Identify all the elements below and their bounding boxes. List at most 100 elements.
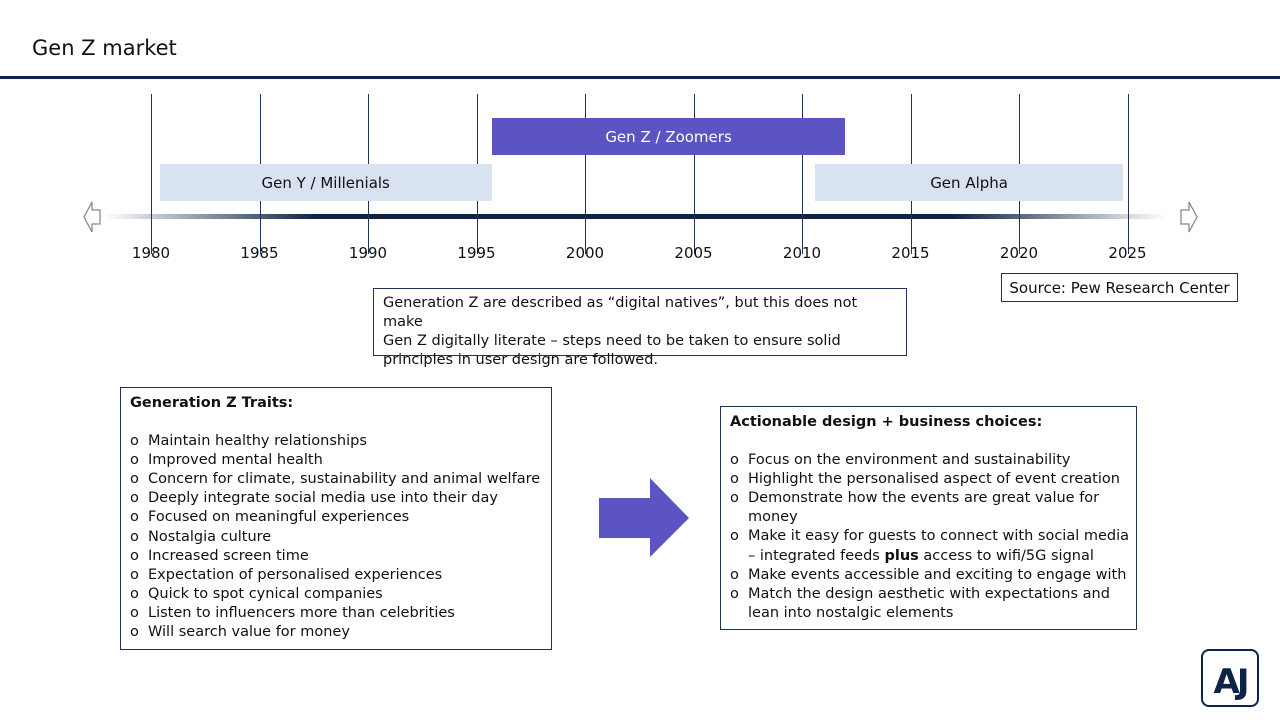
- choice-line: Demonstrate how the events are great val…: [748, 489, 1127, 508]
- choice-line: Focus on the environment and sustainabil…: [748, 451, 1127, 470]
- year-tick-label: 1995: [457, 244, 496, 262]
- timeline-gridline: [585, 94, 586, 254]
- trait-text: Improved mental health: [148, 452, 323, 469]
- choice-line: Make events accessible and exciting to e…: [748, 566, 1127, 585]
- choice-text: lean into nostalgic elements: [748, 604, 954, 621]
- generation-bar: Gen Y / Millenials: [159, 164, 492, 201]
- trait-item: o Focused on meaningful experiences: [130, 508, 542, 527]
- timeline-gridline: [151, 94, 152, 254]
- right-arrow-icon: [599, 478, 689, 557]
- timeline-gridline: [1127, 94, 1129, 254]
- trait-text: Focused on meaningful experiences: [148, 509, 410, 526]
- bullet-icon: o: [130, 490, 139, 507]
- year-tick-label: 2010: [782, 244, 822, 262]
- choice-text: Make it easy for guests to connect with …: [748, 528, 1130, 545]
- year-tick-label: 1985: [240, 244, 279, 262]
- bullet-icon: o: [130, 471, 139, 488]
- trait-text: Maintain healthy relationships: [148, 433, 367, 450]
- generation-bar: Gen Z / Zoomers: [491, 118, 846, 155]
- choices-list: o Focus on the environment and sustainabi…: [730, 451, 1130, 623]
- trait-item: o Improved mental health: [130, 451, 542, 470]
- choice-text: money: [748, 509, 798, 526]
- trait-text: Listen to influencers more than celebrit…: [148, 604, 455, 621]
- generation-label: Gen Z / Zoomers: [605, 127, 732, 146]
- year-tick-label: 2015: [891, 244, 930, 262]
- bullet-icon: o: [730, 452, 739, 469]
- choice-line: Make it easy for guests to connect with …: [748, 527, 1130, 546]
- choice-item: o Highlight the personalised aspect of ev…: [730, 470, 1127, 489]
- note-line: principles in user design are followed.: [383, 352, 659, 368]
- bullet-icon: o: [730, 585, 739, 602]
- bullet-icon: o: [130, 452, 139, 469]
- trait-item: o Expectation of personalised experiences: [130, 566, 542, 585]
- timeline-gridline: [693, 94, 695, 254]
- year-tick-label: 2020: [999, 244, 1039, 262]
- choice-emphasis: plus: [884, 547, 919, 564]
- year-tick-label: 1990: [348, 244, 388, 262]
- generation-label: Gen Alpha: [930, 173, 1008, 192]
- year-tick-label: 2025: [1108, 244, 1147, 262]
- generation-label: Gen Y / Millenials: [261, 173, 390, 192]
- trait-text: Will search value for money: [148, 624, 350, 641]
- choice-line: – integrated feeds plus access to wifi/5…: [748, 547, 1127, 566]
- choice-line: Match the design aesthetic with expectat…: [748, 585, 1127, 604]
- choice-text: – integrated feeds: [748, 547, 885, 564]
- year-tick-label: 2005: [674, 244, 713, 262]
- trait-item: o Maintain healthy relationships: [130, 432, 542, 451]
- generation-bar: Gen Alpha: [815, 164, 1124, 201]
- trait-item: o Concern for climate, sustainability and…: [130, 470, 542, 489]
- choice-text: Highlight the personalised aspect of eve…: [748, 471, 1120, 488]
- choice-text: access to wifi/5G signal: [918, 547, 1094, 564]
- timeline-axis: [104, 214, 1166, 219]
- trait-item: o Increased screen time: [130, 547, 542, 566]
- digital-natives-note: Generation Z are described as “digital n…: [373, 288, 907, 368]
- trait-text: Concern for climate, sustainability and …: [148, 471, 541, 488]
- choice-item: o Make events accessible and exciting to …: [730, 566, 1127, 585]
- year-tick-label: 2000: [565, 244, 605, 262]
- choices-title: Actionable design + business choices:: [730, 414, 1043, 430]
- bullet-icon: o: [130, 585, 139, 602]
- choice-line: money: [748, 508, 1127, 527]
- choice-item: o Focus on the environment and sustainabi…: [730, 451, 1127, 470]
- aj-logo-icon: AJ: [1201, 649, 1259, 711]
- trait-text: Increased screen time: [148, 547, 309, 564]
- trait-item: o Quick to spot cynical companies: [130, 585, 542, 604]
- bullet-icon: o: [130, 566, 139, 583]
- choice-text: Match the design aesthetic with expectat…: [748, 585, 1110, 602]
- trait-text: Deeply integrate social media use into t…: [148, 490, 498, 507]
- choice-item: o Match the design aesthetic with expecta…: [730, 585, 1127, 623]
- bullet-icon: o: [730, 471, 739, 488]
- source-box: Source: Pew Research Center: [1001, 273, 1238, 302]
- trait-item: o Deeply integrate social media use into …: [130, 489, 542, 508]
- note-line: Gen Z digitally literate – steps need to…: [383, 333, 841, 349]
- traits-title: Generation Z Traits:: [130, 395, 294, 411]
- arrow-right-outline-icon: [1180, 201, 1198, 233]
- trait-item: o Will search value for money: [130, 623, 542, 642]
- bullet-icon: o: [130, 604, 139, 621]
- bullet-icon: o: [130, 509, 139, 526]
- logo-text: AJ: [1214, 662, 1247, 702]
- choice-text: Make events accessible and exciting to e…: [748, 566, 1127, 583]
- bullet-icon: o: [130, 624, 139, 641]
- trait-item: o Listen to influencers more than celebri…: [130, 604, 542, 623]
- choice-line: Highlight the personalised aspect of eve…: [748, 470, 1127, 489]
- bullet-icon: o: [730, 566, 739, 583]
- arrow-left-outline-icon: [83, 201, 101, 233]
- page-title: Gen Z market: [32, 36, 177, 60]
- traits-panel: Generation Z Traits: o Maintain healthy r…: [120, 387, 552, 650]
- choice-text: Focus on the environment and sustainabil…: [748, 452, 1071, 469]
- bullet-icon: o: [130, 433, 139, 450]
- trait-text: Quick to spot cynical companies: [148, 585, 383, 602]
- bullet-icon: o: [130, 528, 139, 545]
- bullet-icon: o: [730, 490, 739, 507]
- trait-text: Expectation of personalised experiences: [148, 566, 443, 583]
- choice-text: Demonstrate how the events are great val…: [748, 490, 1100, 507]
- timeline-gridline: [802, 94, 803, 254]
- bullet-icon: o: [130, 547, 139, 564]
- choice-line: lean into nostalgic elements: [748, 604, 1127, 623]
